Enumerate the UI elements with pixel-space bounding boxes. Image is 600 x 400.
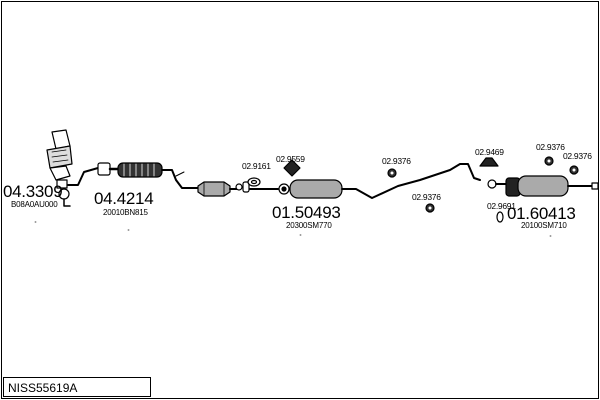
rear-silencer-part <box>487 175 599 197</box>
manifold-catalyst-part <box>46 129 73 207</box>
fitting-ring-9691 <box>496 211 504 223</box>
oem-code-label: 20300SM770 <box>286 221 332 230</box>
fitting-number-label: 02.9376 <box>412 192 441 202</box>
oem-code-label: 20010BN815 <box>103 208 148 217</box>
part-number-label: 01.50493 <box>272 203 341 222</box>
fitting-hanger-9376-right-a <box>544 156 554 166</box>
fitting-bracket-9469 <box>479 157 499 167</box>
fitting-hanger-9376-right-b <box>569 165 579 175</box>
kit-code-box: NISS55619A <box>3 377 151 397</box>
fitting-hanger-9376 <box>387 168 397 178</box>
fitting-clamp-9161 <box>247 177 261 187</box>
part-number-label: 01.60413 <box>507 204 576 223</box>
catalytic-converter <box>189 181 250 197</box>
oem-code-label: B08A0AU000 <box>11 200 58 209</box>
front-pipe-part <box>67 162 191 189</box>
fitting-number-label: 02.9469 <box>475 147 504 157</box>
fitting-number-label: 02.9559 <box>276 154 305 164</box>
fitting-number-label: 02.9376 <box>563 151 592 161</box>
kit-code-label: NISS55619A <box>8 381 78 395</box>
fitting-number-label: 02.9161 <box>242 161 271 171</box>
fitting-number-label: 02.9691 <box>487 201 516 211</box>
fitting-number-label: 02.9376 <box>382 156 411 166</box>
part-number-label: 04.3309 <box>3 182 63 201</box>
fitting-number-label: 02.9376 <box>536 142 565 152</box>
fitting-gasket-9559 <box>283 159 301 177</box>
fitting-hanger-9376-lower <box>425 203 435 213</box>
part-number-label: 04.4214 <box>94 189 154 208</box>
middle-silencer-part <box>249 163 481 199</box>
oem-code-label: 20100SM710 <box>521 221 567 230</box>
